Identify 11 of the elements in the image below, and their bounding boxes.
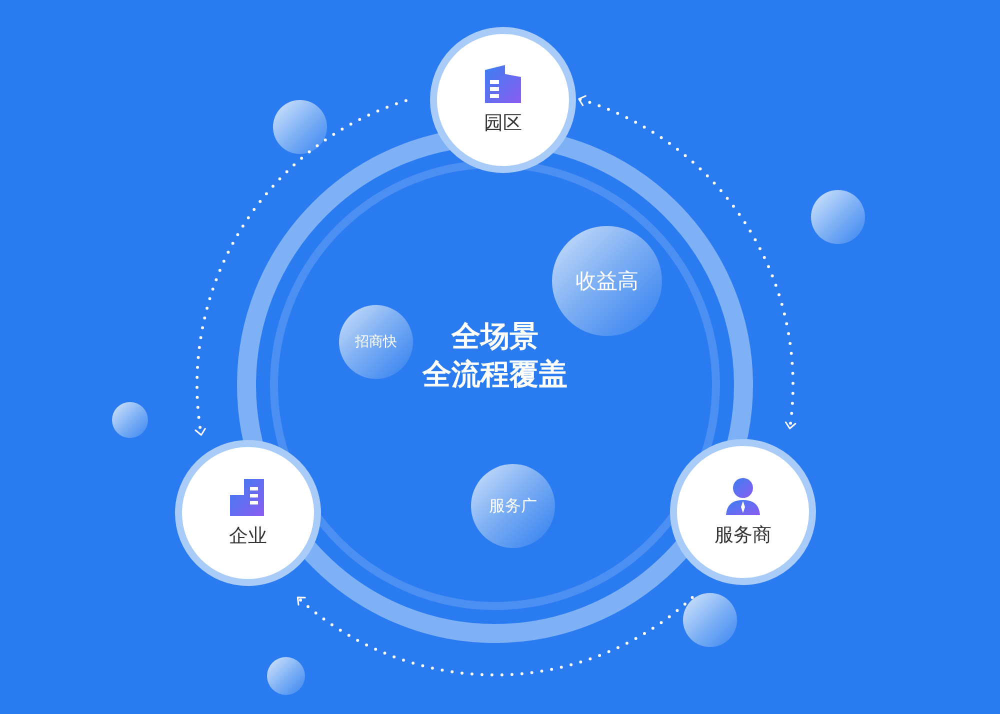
dotted-arrow — [194, 99, 408, 436]
benefit-bubble: 招商快 — [339, 305, 413, 379]
center-title: 全场景 — [452, 318, 538, 355]
benefit-bubble: 收益高 — [552, 226, 662, 336]
node-label: 企业 — [229, 524, 267, 549]
dotted-arrow — [578, 96, 796, 430]
benefit-bubble: 服务广 — [471, 464, 555, 548]
dotted-arrow — [296, 596, 694, 676]
center-title: 全流程覆盖 — [422, 356, 568, 393]
node-label: 园区 — [484, 111, 522, 136]
node-label: 服务商 — [714, 523, 772, 548]
